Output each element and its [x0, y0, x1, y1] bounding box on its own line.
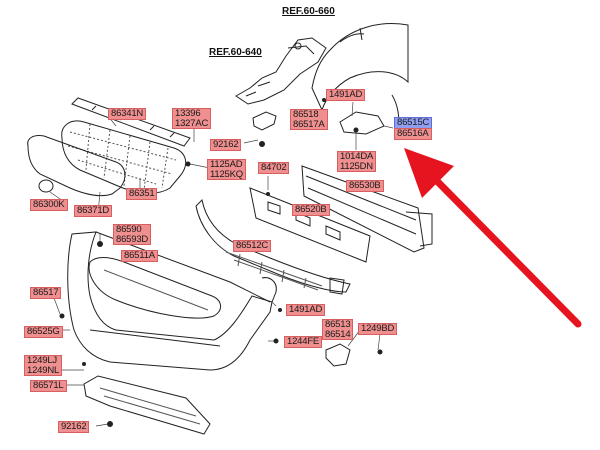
side-bracket — [339, 111, 385, 135]
part-92162-top[interactable]: 92162 — [210, 139, 242, 151]
part-86513-86514[interactable]: 86513 86514 — [322, 319, 354, 340]
fog-lamp-bezel — [325, 343, 351, 367]
part-92162-bottom[interactable]: 92162 — [58, 421, 90, 433]
part-86513: 86513 — [325, 319, 351, 330]
part-1249LJ-1249NL[interactable]: 1249LJ 1249NL — [24, 355, 63, 376]
part-86518-86517A[interactable]: 86518 86517A — [290, 109, 328, 130]
grille-surround — [27, 135, 126, 197]
fasteners — [59, 98, 383, 427]
part-1125KQ: 1125KQ — [210, 168, 243, 180]
bumper-beam — [301, 165, 433, 253]
part-86590-86593D[interactable]: 86590 86593D — [113, 224, 152, 245]
fender — [311, 23, 409, 129]
part-1249NL: 1249NL — [27, 364, 60, 376]
part-1491AD-mid[interactable]: 1491AD — [286, 304, 326, 316]
part-86341N[interactable]: 86341N — [108, 108, 147, 120]
part-1014DA-1125DN[interactable]: 1014DA 1125DN — [337, 151, 377, 172]
part-86351[interactable]: 86351 — [126, 188, 158, 200]
part-1244FE[interactable]: 1244FE — [284, 336, 323, 348]
part-86530B[interactable]: 86530B — [346, 180, 384, 192]
part-1014DA: 1014DA — [340, 151, 374, 162]
part-13396-1327AC[interactable]: 13396 1327AC — [172, 108, 212, 129]
part-1327AC: 1327AC — [175, 117, 209, 129]
lower-grille — [195, 198, 351, 293]
energy-absorber — [249, 187, 371, 263]
part-1249BD[interactable]: 1249BD — [358, 323, 398, 335]
inner-bracket — [235, 37, 327, 105]
part-86512C[interactable]: 86512C — [233, 240, 272, 252]
part-86593D: 86593D — [116, 233, 149, 245]
part-86590: 86590 — [116, 224, 142, 235]
part-86511A[interactable]: 86511A — [121, 250, 158, 262]
part-1125AD-1125KQ[interactable]: 1125AD 1125KQ — [207, 159, 246, 180]
ref-60-660: REF.60-660 — [282, 6, 335, 17]
part-86300K[interactable]: 86300K — [30, 199, 68, 211]
skid-plate — [83, 375, 211, 435]
part-86517A: 86517A — [293, 118, 325, 130]
part-86517[interactable]: 86517 — [30, 287, 62, 299]
leader-lines — [49, 101, 394, 427]
front-bumper-cover — [67, 231, 345, 371]
part-13396: 13396 — [175, 108, 201, 119]
emblem — [38, 179, 54, 193]
part-1491AD-top[interactable]: 1491AD — [326, 89, 366, 101]
part-1249LJ: 1249LJ — [27, 355, 57, 366]
highlight-arrow — [404, 148, 582, 328]
ref-60-640: REF.60-640 — [209, 47, 262, 58]
part-86520B[interactable]: 86520B — [292, 204, 330, 216]
bracket-86518 — [252, 111, 277, 131]
part-86371D[interactable]: 86371D — [74, 205, 113, 217]
part-86571L[interactable]: 86571L — [30, 380, 67, 392]
part-86525G[interactable]: 86525G — [24, 326, 63, 338]
part-86518: 86518 — [293, 109, 319, 120]
part-84702[interactable]: 84702 — [258, 162, 290, 174]
part-1125DN: 1125DN — [340, 160, 373, 172]
part-86514: 86514 — [325, 328, 351, 340]
part-1125AD: 1125AD — [210, 159, 243, 170]
part-86516A[interactable]: 86516A — [394, 128, 432, 140]
